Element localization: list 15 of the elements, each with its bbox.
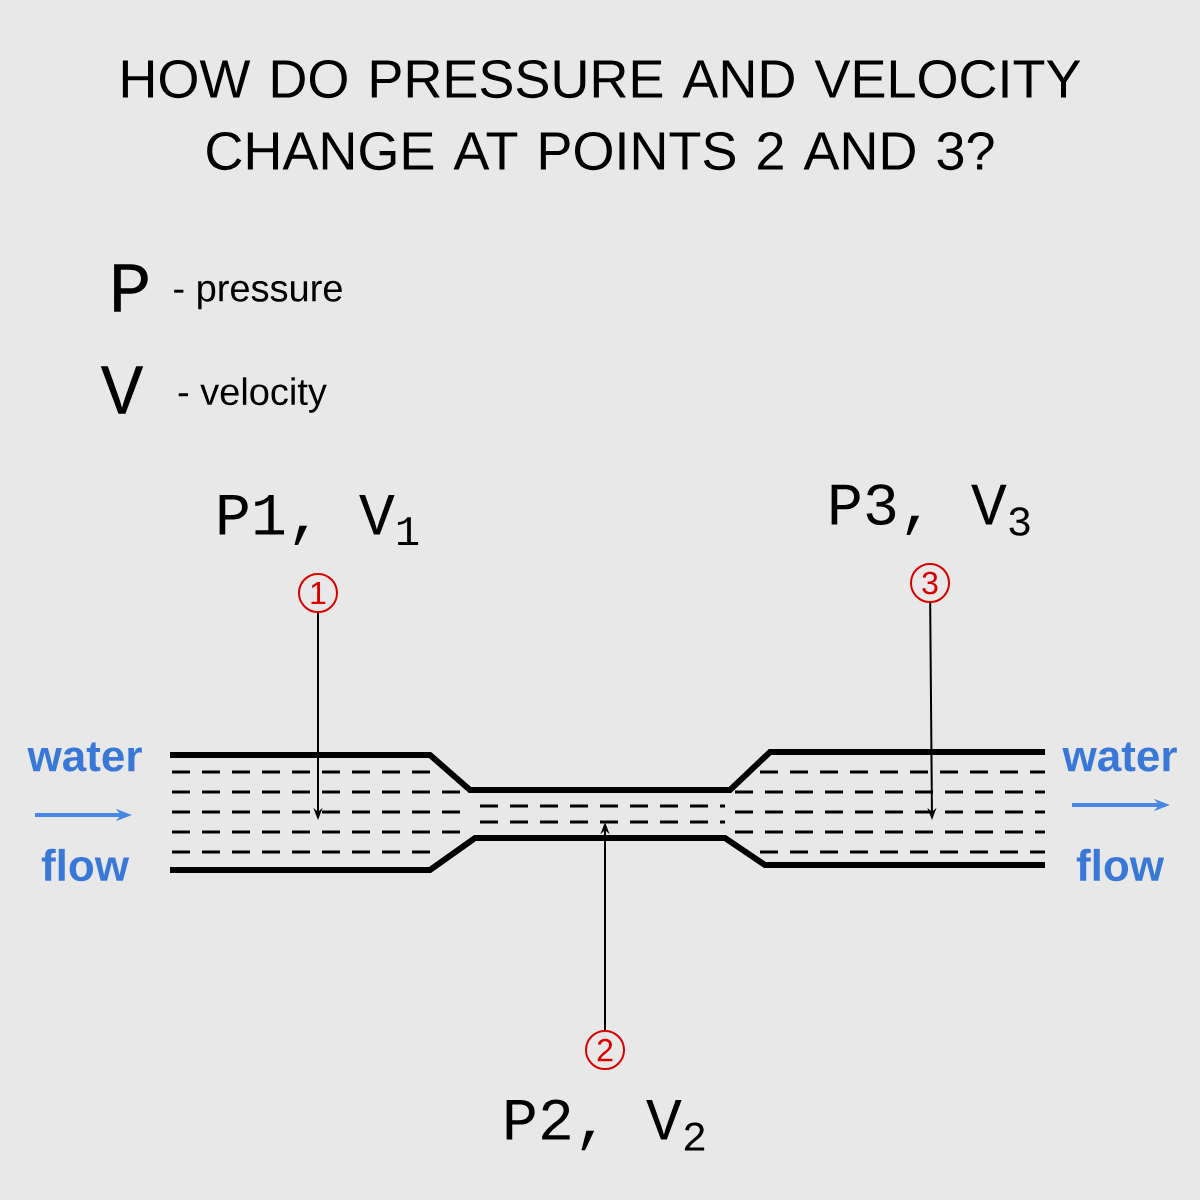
point-label: P3, V$_{3}$: [831, 484, 1030, 536]
symbol: V: [100, 366, 144, 414]
callout-number: 2: [585, 1030, 625, 1070]
legend-text: - velocity: [178, 377, 327, 413]
symbol: P: [114, 264, 148, 312]
flow-label: flow: [1076, 848, 1165, 882]
flow-label: flow: [41, 848, 130, 882]
callout-number: 1: [298, 573, 338, 613]
point-label: P2, V$_{2}$: [506, 1099, 705, 1151]
point-label: P1, V$_{1}$: [219, 494, 419, 546]
callout-number: 3: [910, 563, 950, 603]
title: HOW DO PRESSURE AND VELOCITY CHANGE AT POINTS 2 AND 3?: [122, 59, 1081, 171]
flow-label: water: [1062, 742, 1177, 772]
flow-label: water: [27, 742, 142, 772]
legend-text: - pressure: [174, 280, 342, 310]
